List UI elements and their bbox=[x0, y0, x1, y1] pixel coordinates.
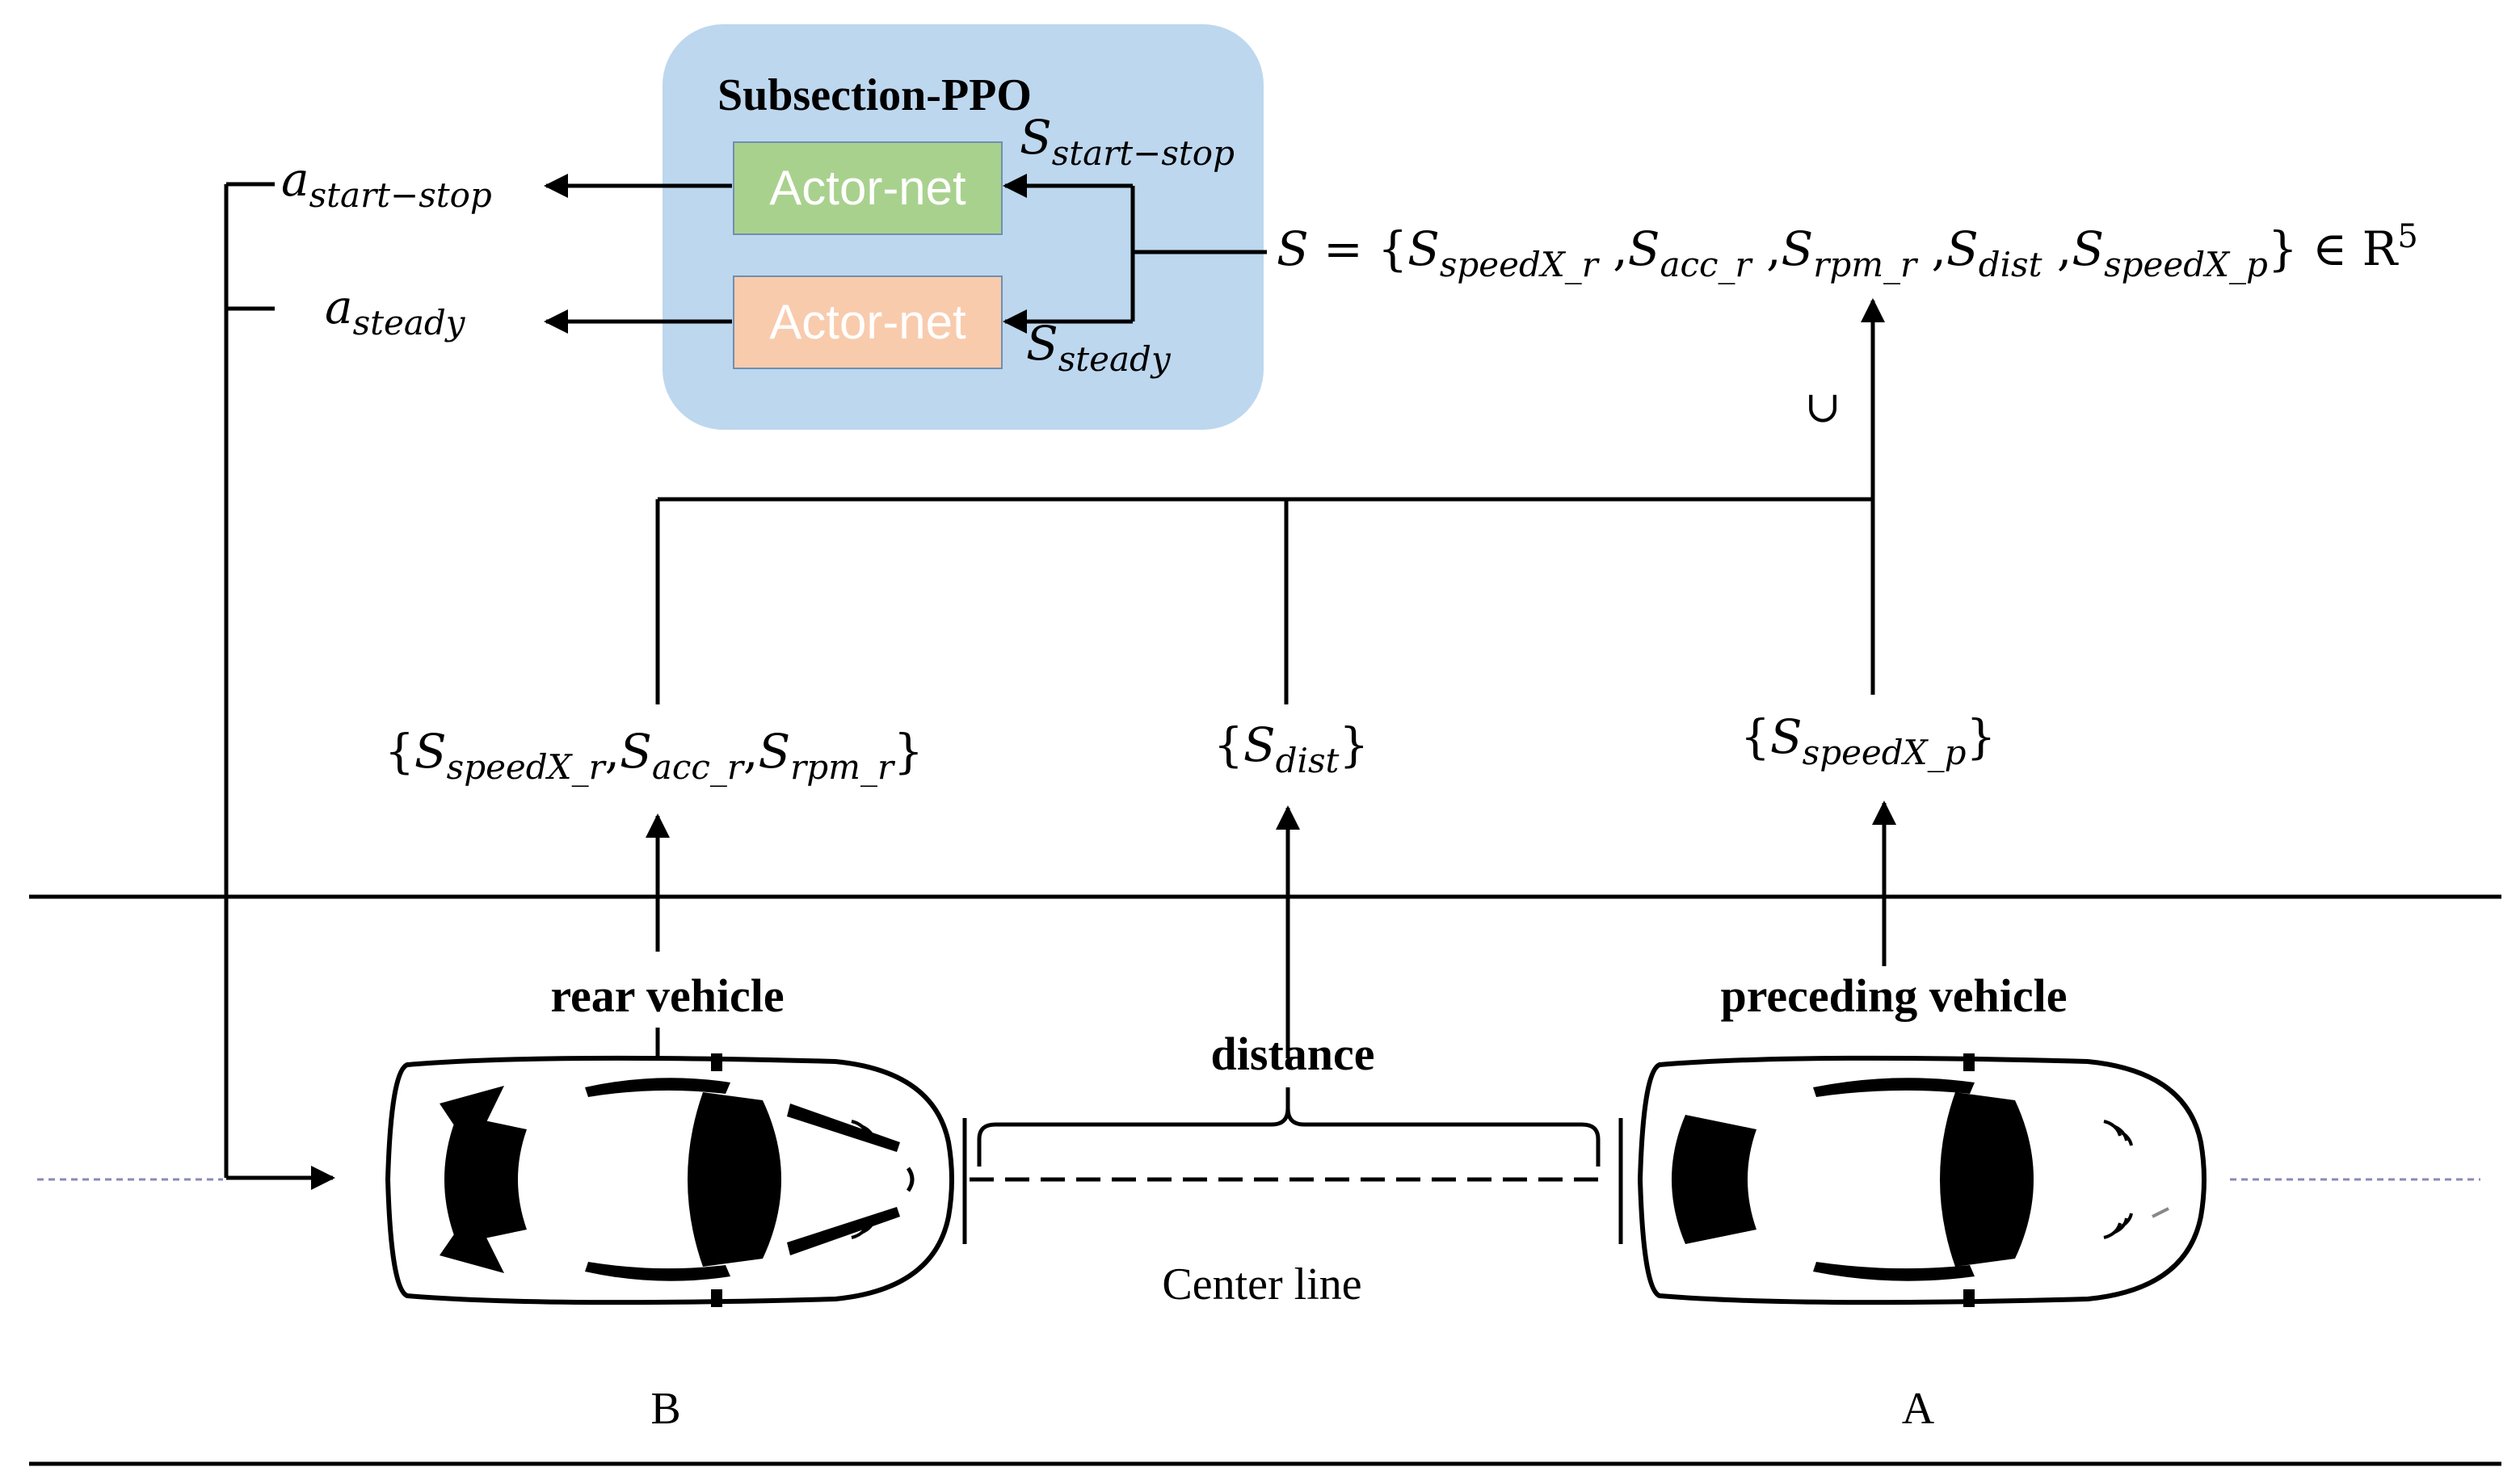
action-feedback-line bbox=[224, 182, 335, 1190]
action-arrows bbox=[544, 174, 732, 334]
action-start-stop-label: astart−stop bbox=[281, 152, 492, 215]
full-state-expression: S = {SspeedX_r ,Sacc_r ,Srpm_r ,Sdist ,S… bbox=[1277, 218, 2418, 284]
rear-vehicle-car bbox=[385, 1053, 954, 1307]
preceding-vehicle-letter: A bbox=[1902, 1384, 1935, 1434]
union-tree bbox=[655, 298, 1885, 704]
preceding-state-group: {SspeedX_p} bbox=[1740, 709, 1996, 772]
preceding-vehicle-label: preceding vehicle bbox=[1720, 969, 2067, 1022]
distance-label: distance bbox=[1211, 1028, 1375, 1080]
preceding-vehicle-car bbox=[1637, 1053, 2207, 1307]
rear-vehicle-label: rear vehicle bbox=[550, 969, 784, 1022]
center-line-label: Center line bbox=[1162, 1259, 1361, 1310]
distance-bracket bbox=[962, 1087, 1623, 1244]
distance-state-group: {Sdist} bbox=[1214, 717, 1369, 780]
state-steady-label: Ssteady bbox=[1026, 316, 1172, 379]
actor-net-start-stop-label: Actor-net bbox=[769, 161, 966, 215]
state-start-stop-label: Sstart−stop bbox=[1020, 110, 1235, 173]
rear-vehicle-letter: B bbox=[650, 1384, 680, 1434]
ppo-title: Subsection-PPO bbox=[717, 70, 1032, 120]
actor-net-steady bbox=[733, 275, 1003, 369]
sensor-arrows bbox=[646, 801, 1896, 1058]
state-routing bbox=[1003, 174, 1267, 334]
actor-net-start-stop bbox=[733, 141, 1003, 235]
rear-state-group: {SspeedX_r,Sacc_r,Srpm_r} bbox=[385, 724, 923, 787]
union-symbol: ∪ bbox=[1804, 383, 1841, 431]
actor-net-steady-label: Actor-net bbox=[769, 295, 966, 349]
subsection-ppo-block: Subsection-PPO Actor-net Actor-net bbox=[663, 24, 1264, 430]
action-steady-label: asteady bbox=[325, 280, 466, 343]
